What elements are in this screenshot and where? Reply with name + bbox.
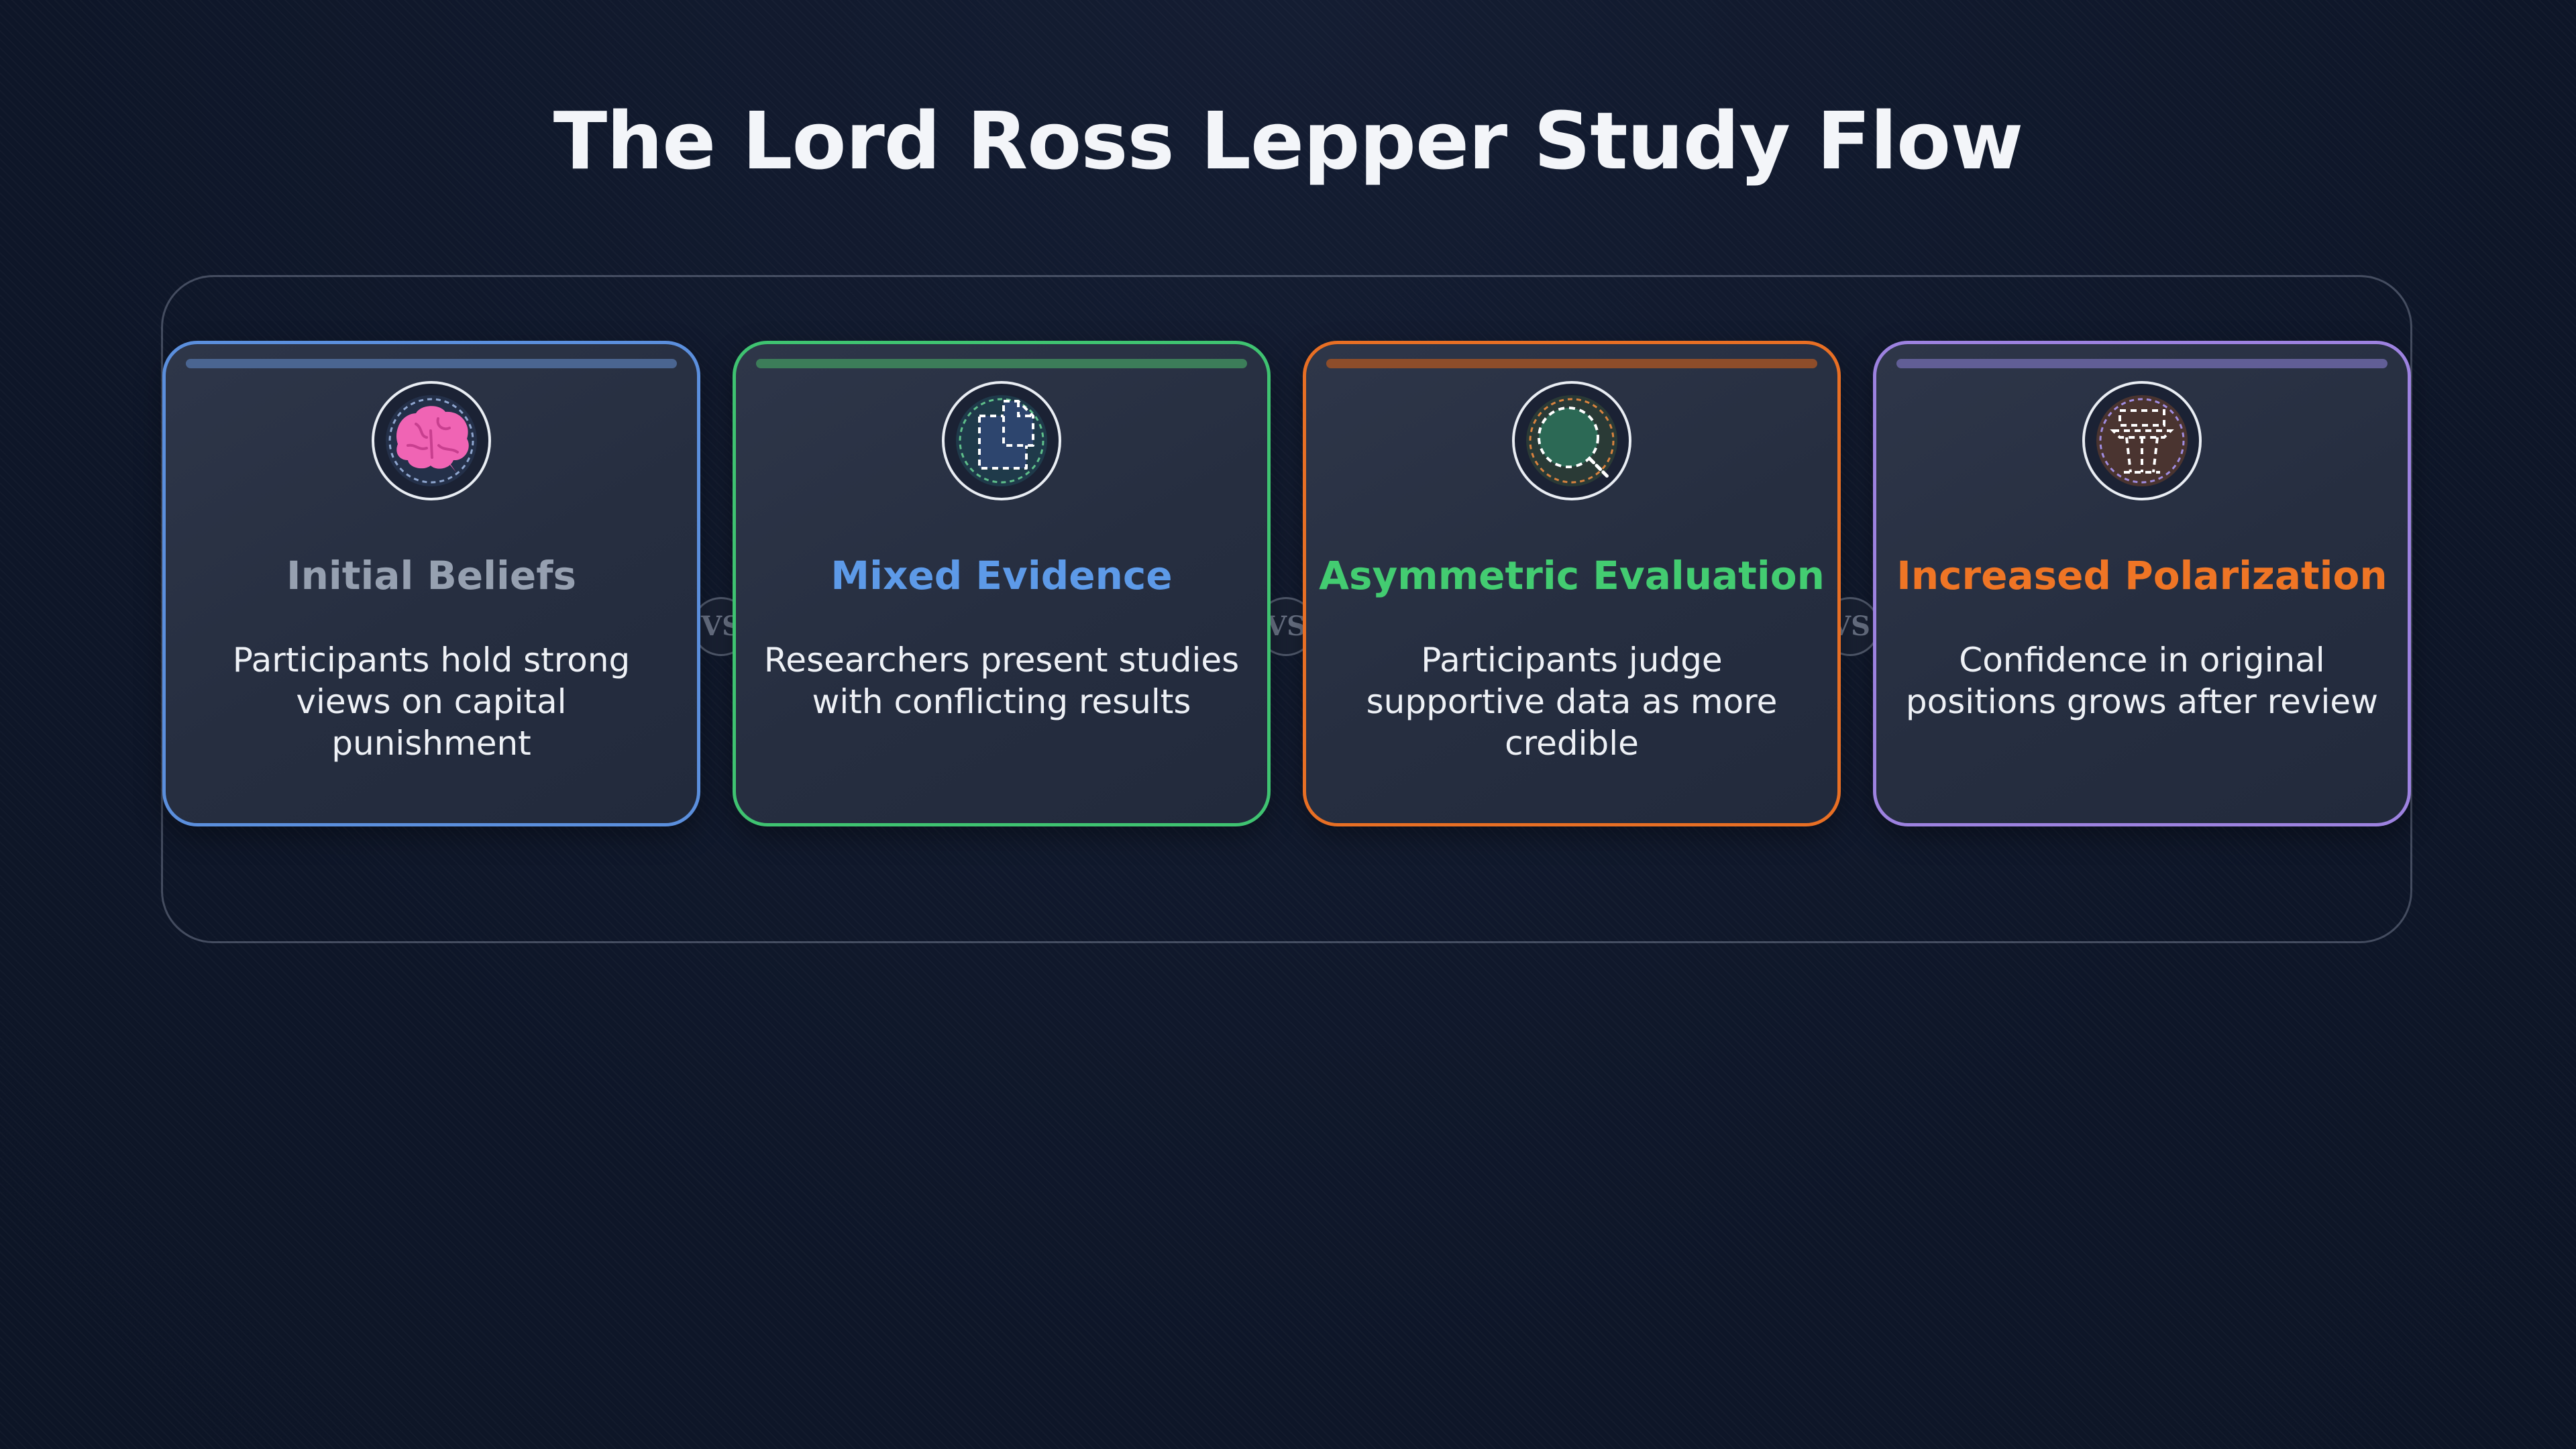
step-description: Participants judge supportive data as mo… — [1366, 641, 1778, 763]
step-card-increased-polarization: Increased Polarization Confidence in ori… — [1873, 341, 2411, 826]
step-description: Participants hold strong views on capita… — [232, 641, 631, 763]
step-card-mixed-evidence: Mixed Evidence Researchers present studi… — [733, 341, 1271, 826]
step-description: Researchers present studies with conflic… — [763, 641, 1240, 721]
step-description: Confidence in original positions grows a… — [1905, 641, 2379, 721]
step-title: Initial Beliefs — [286, 553, 576, 598]
step-card-asymmetric-evaluation: Asymmetric Evaluation Participants judge… — [1303, 341, 1841, 826]
magnifier-icon — [1512, 381, 1631, 500]
step-title: Asymmetric Evaluation — [1319, 553, 1825, 598]
step-title: Increased Polarization — [1896, 553, 2387, 598]
brain-icon — [372, 381, 491, 500]
card-accent-bar — [186, 359, 677, 368]
flow-container — [161, 275, 2412, 943]
card-accent-bar — [1896, 359, 2387, 368]
podium-icon — [2082, 381, 2202, 500]
step-card-initial-beliefs: Initial Beliefs Participants hold strong… — [162, 341, 700, 826]
page-title: The Lord Ross Lepper Study Flow — [553, 95, 2024, 187]
card-accent-bar — [756, 359, 1247, 368]
document-icon — [942, 381, 1061, 500]
card-accent-bar — [1326, 359, 1817, 368]
step-title: Mixed Evidence — [830, 553, 1173, 598]
